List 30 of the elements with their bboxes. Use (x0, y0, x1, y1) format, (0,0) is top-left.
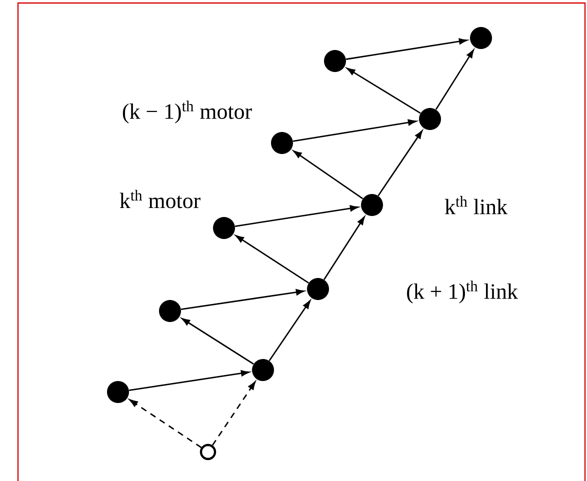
arrow (346, 68, 421, 114)
node-label: (k + 1)$^{th}$ link (407, 280, 518, 304)
arrow (129, 399, 202, 448)
node-label: k$^{th}$ motor (120, 190, 200, 208)
node-label: k$^{th}$ link (444, 196, 508, 214)
joint-dot (213, 217, 235, 239)
arrow (236, 235, 309, 284)
arrow (182, 318, 254, 365)
arrow (234, 205, 358, 227)
arrow (292, 119, 416, 142)
arrow (435, 50, 474, 110)
arrow (346, 38, 468, 60)
joint-dot (159, 300, 181, 322)
joint-dot (419, 108, 441, 130)
arrow (378, 130, 423, 196)
joint-dot (324, 50, 346, 72)
joint-dot (271, 132, 293, 154)
arrow (268, 300, 311, 362)
joint-dot (107, 381, 129, 403)
arrow (293, 150, 364, 200)
open-dot (200, 444, 216, 460)
arrow (212, 381, 256, 446)
joint-dot (252, 359, 274, 381)
arrow (180, 289, 304, 310)
node-label: (k − 1)$^{th}$ motor (122, 100, 252, 124)
joint-dot (361, 194, 383, 216)
joint-dot (470, 27, 492, 49)
arrow (323, 216, 365, 280)
arrow (128, 370, 250, 392)
joint-dot (307, 278, 329, 300)
